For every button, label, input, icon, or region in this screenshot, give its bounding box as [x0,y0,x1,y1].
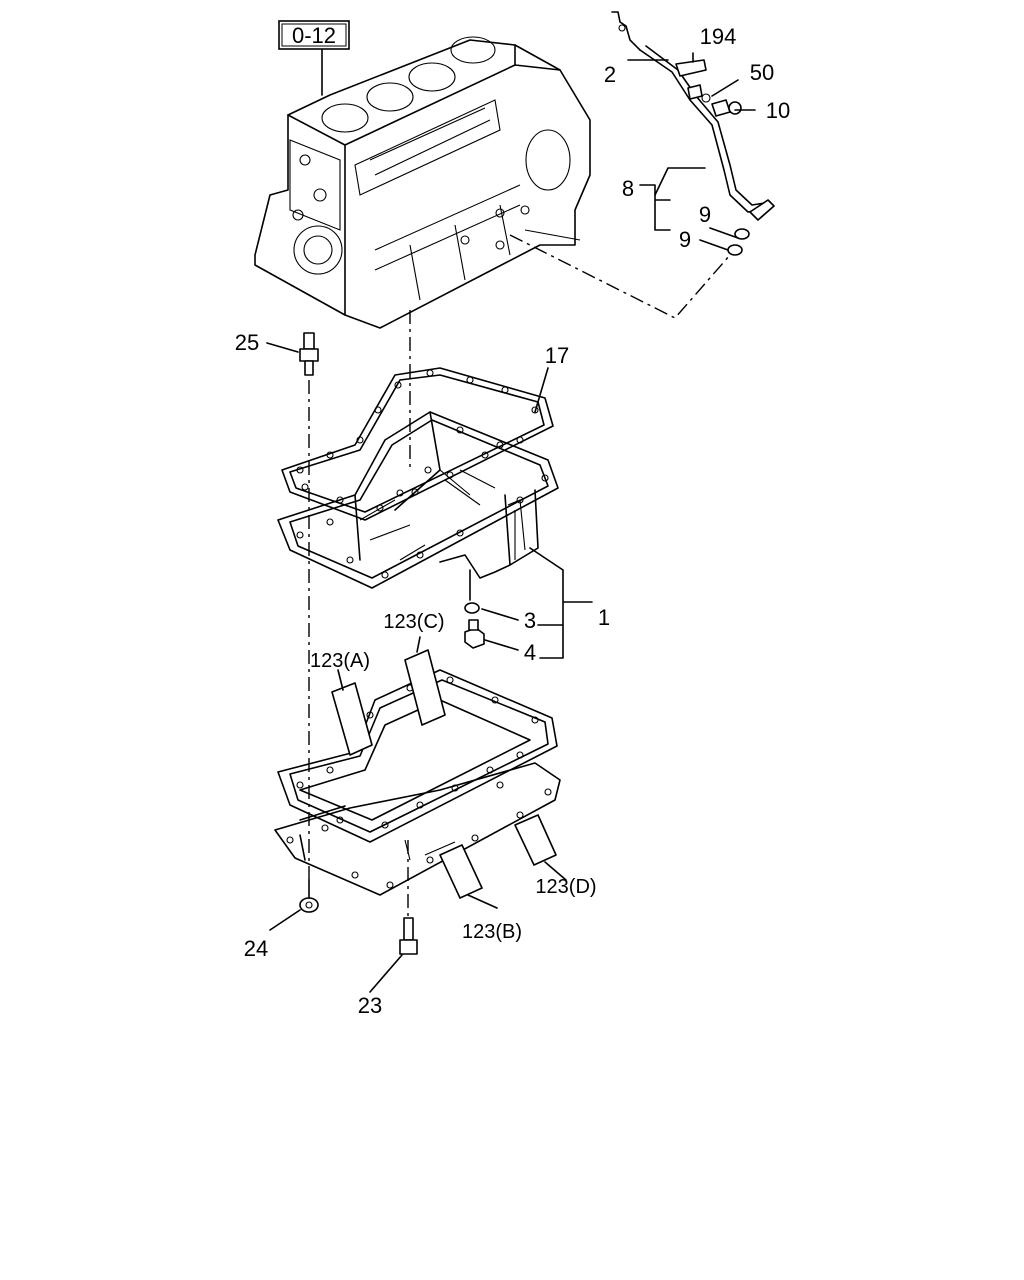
gasket-17 [281,367,554,521]
label-9a: 9 [699,202,711,227]
label-4: 4 [524,640,536,665]
label-23: 23 [358,993,382,1018]
o-ring-9a [734,228,750,240]
label-2: 2 [604,62,616,87]
washer-50 [701,93,711,103]
nut-24 [299,897,319,913]
washer-3 [464,602,480,614]
baffle-plate [274,762,561,896]
label-123d: 123(D) [535,876,596,898]
reference-box: 0-12 [278,20,350,50]
callout-labels: 194 2 50 10 8 9 9 25 17 3 1 4 123(C) 123… [235,24,790,1018]
label-123c: 123(C) [383,611,444,633]
label-1: 1 [598,605,610,630]
label-8: 8 [622,176,634,201]
leader-lines [266,49,756,993]
bolt-25 [299,332,319,376]
oil-level-gauge [611,11,775,256]
clip-194 [675,59,707,77]
label-24: 24 [244,936,268,961]
label-194: 194 [700,24,737,49]
label-25: 25 [235,330,259,355]
label-123a: 123(A) [310,650,370,672]
sealant-a [331,682,373,756]
label-50: 50 [750,60,774,85]
label-9b: 9 [679,227,691,252]
o-ring-9b [727,244,743,256]
sealant-d [514,814,557,866]
stud-23 [399,917,418,955]
bolt-10 [711,99,731,117]
drain-plug-4 [464,619,485,649]
oil-pan [277,411,559,589]
guide-line [509,234,731,319]
label-3: 3 [524,608,536,633]
reference-box-label: 0-12 [292,23,336,48]
sealant-c [404,649,446,726]
label-123b: 123(B) [462,921,522,943]
sealant-bands [331,649,557,899]
cylinder-block [254,36,591,329]
label-17: 17 [545,343,569,368]
sealant-b [439,844,483,899]
label-10: 10 [766,98,790,123]
